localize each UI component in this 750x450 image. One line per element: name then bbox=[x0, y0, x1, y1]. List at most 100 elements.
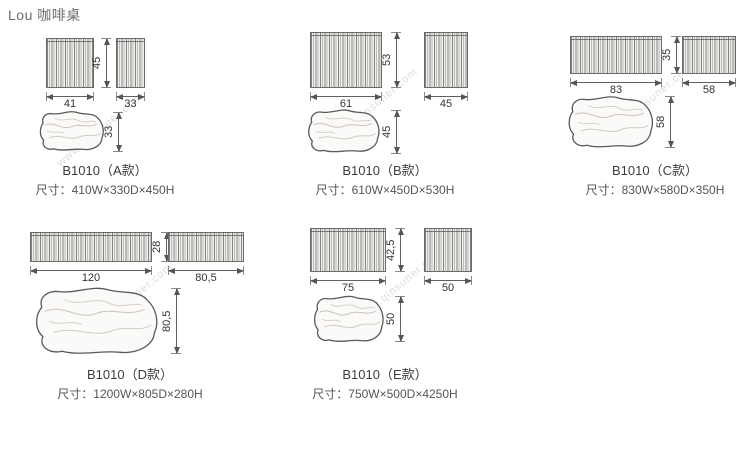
dim-arrow bbox=[115, 112, 122, 119]
dim-value: 80,5 bbox=[161, 310, 173, 332]
dim-value: 28 bbox=[151, 240, 163, 254]
dim-arrow bbox=[393, 81, 400, 88]
dim-arrow bbox=[570, 79, 577, 86]
front-view-drawing bbox=[310, 228, 386, 272]
dim-line bbox=[168, 270, 244, 271]
dim-arrow bbox=[379, 277, 386, 284]
dim-line bbox=[670, 96, 671, 148]
dim-line bbox=[570, 82, 662, 83]
dim-line bbox=[106, 38, 107, 88]
dim-line bbox=[116, 96, 145, 97]
variant-size: 尺寸：830W×580D×350H bbox=[585, 183, 725, 197]
dim-arrow bbox=[168, 267, 175, 274]
dim-arrow bbox=[145, 267, 152, 274]
dim-arrow bbox=[103, 38, 110, 45]
dim-front-width: 75 bbox=[310, 276, 386, 294]
dim-value: 33 bbox=[103, 125, 115, 139]
dim-line bbox=[118, 112, 119, 152]
dim-side-width: 58 bbox=[682, 78, 736, 96]
dim-arrow bbox=[375, 93, 382, 100]
dim-arrow bbox=[424, 277, 431, 284]
dim-arrow bbox=[673, 67, 680, 74]
dim-arrow bbox=[655, 79, 662, 86]
front-view-drawing bbox=[30, 232, 152, 262]
dim-side-width: 50 bbox=[424, 276, 472, 294]
top-view-blob bbox=[308, 109, 380, 153]
front-view-drawing bbox=[570, 36, 662, 74]
variant-label: B1010（E款） bbox=[342, 367, 428, 382]
dim-arrow bbox=[30, 267, 37, 274]
dim-arrow bbox=[682, 79, 689, 86]
dim-arrow bbox=[461, 93, 468, 100]
dim-arrow bbox=[310, 93, 317, 100]
side-view-drawing bbox=[168, 232, 244, 262]
dim-arrow bbox=[163, 232, 170, 239]
dim-top-depth: 58 bbox=[655, 96, 676, 148]
dim-value: 42,5 bbox=[385, 239, 397, 261]
dim-value: 58 bbox=[655, 115, 667, 129]
dim-arrow bbox=[667, 141, 674, 148]
dim-arrow bbox=[673, 36, 680, 43]
dim-line bbox=[166, 232, 167, 262]
dim-value: 50 bbox=[385, 312, 397, 326]
variant-label: B1010（D款） bbox=[87, 367, 173, 382]
dim-arrow bbox=[397, 335, 404, 342]
dim-side-width: 33 bbox=[116, 92, 145, 110]
dim-value: 75 bbox=[341, 282, 355, 294]
variant-c-block: 35 83 58 58 B1010（C款） 尺寸：830W×580D×350H bbox=[560, 28, 750, 208]
dim-line bbox=[46, 96, 94, 97]
dim-line bbox=[396, 32, 397, 88]
dim-front-height: 28 bbox=[151, 232, 172, 262]
dim-arrow bbox=[237, 267, 244, 274]
dim-arrow bbox=[393, 110, 400, 117]
dim-line bbox=[424, 280, 472, 281]
dim-value: 45 bbox=[381, 125, 393, 139]
dim-front-width: 120 bbox=[30, 266, 152, 284]
variant-size: 尺寸：610W×450D×530H bbox=[315, 183, 455, 197]
dim-arrow bbox=[393, 147, 400, 154]
dim-arrow bbox=[115, 145, 122, 152]
variant-size: 尺寸：1200W×805D×280H bbox=[57, 387, 203, 401]
dim-line bbox=[310, 280, 386, 281]
dim-line bbox=[400, 228, 401, 272]
page-title: Lou 咖啡桌 bbox=[8, 7, 81, 23]
variant-d-block: 28 120 80,5 80,5 B1010（D款） 尺寸：1200W×805D… bbox=[20, 224, 250, 414]
side-view-drawing bbox=[116, 38, 145, 88]
dim-value: 33 bbox=[124, 98, 137, 110]
front-view-drawing bbox=[46, 38, 94, 88]
dim-top-depth: 45 bbox=[381, 110, 402, 154]
dim-front-height: 53 bbox=[381, 32, 402, 88]
dim-value: 45 bbox=[91, 56, 103, 70]
variant-label: B1010（C款） bbox=[612, 163, 698, 178]
side-view-drawing bbox=[424, 32, 468, 88]
side-view-drawing bbox=[682, 36, 736, 74]
dim-arrow bbox=[310, 277, 317, 284]
dim-arrow bbox=[116, 93, 123, 100]
dim-arrow bbox=[393, 32, 400, 39]
dim-arrow bbox=[729, 79, 736, 86]
dim-arrow bbox=[397, 228, 404, 235]
dim-line bbox=[400, 296, 401, 342]
variant-size: 尺寸：750W×500D×4250H bbox=[312, 387, 458, 401]
dim-arrow bbox=[424, 93, 431, 100]
dim-side-width: 45 bbox=[424, 92, 468, 110]
top-view-blob bbox=[568, 96, 653, 148]
side-view-drawing bbox=[424, 228, 472, 272]
dim-front-width: 61 bbox=[310, 92, 382, 110]
dim-line bbox=[30, 270, 152, 271]
dim-value: 58 bbox=[702, 84, 716, 96]
top-view-blob bbox=[314, 295, 384, 342]
variant-label: B1010（A款） bbox=[62, 163, 148, 178]
dim-value: 35 bbox=[661, 48, 673, 62]
dim-top-depth: 33 bbox=[103, 112, 124, 152]
dim-line bbox=[176, 288, 177, 354]
dim-value: 45 bbox=[439, 98, 453, 110]
dim-top-depth: 80,5 bbox=[161, 288, 182, 354]
dim-front-height: 35 bbox=[661, 36, 682, 74]
variant-label: B1010（B款） bbox=[342, 163, 428, 178]
top-view-blob bbox=[35, 287, 158, 354]
dim-value: 41 bbox=[63, 98, 77, 110]
dim-front-height: 45 bbox=[91, 38, 112, 88]
variant-a-block: 45 41 33 33 B1010（A款） 尺寸：410W×330D×450H bbox=[20, 30, 230, 210]
